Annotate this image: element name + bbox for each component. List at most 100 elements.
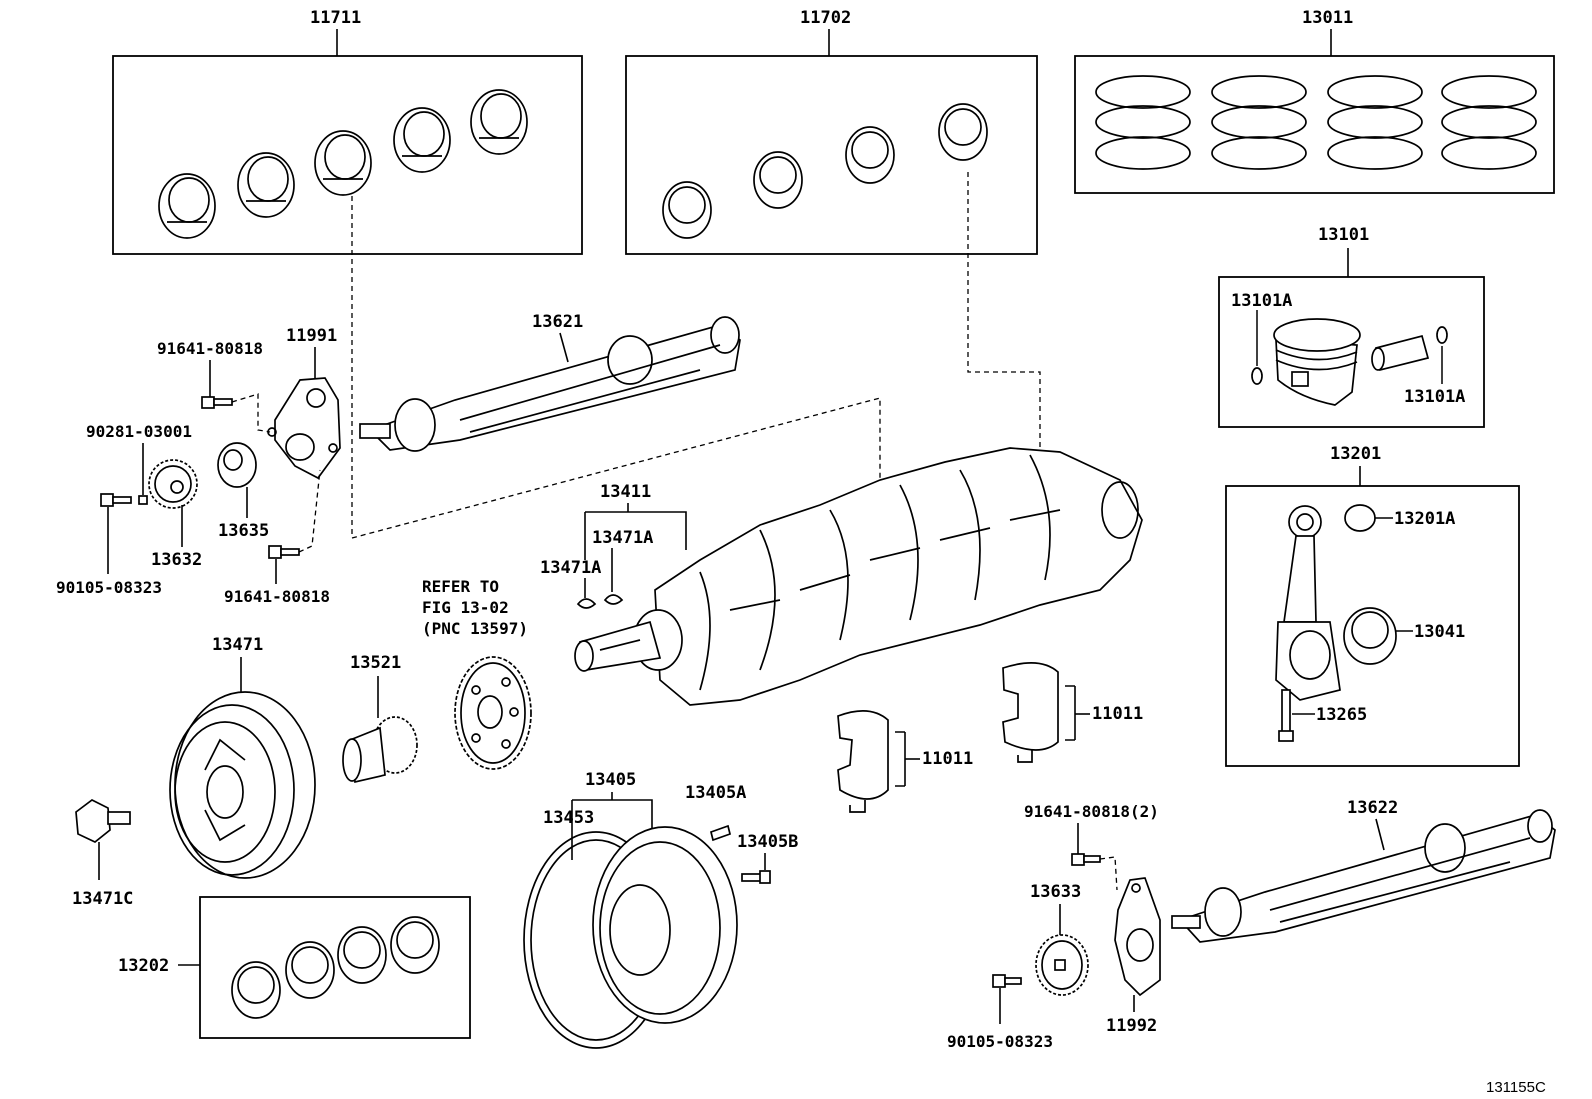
label-13202[interactable]: 13202 [118, 956, 169, 976]
label-13405[interactable]: 13405 [585, 770, 636, 790]
label-13453[interactable]: 13453 [543, 808, 594, 828]
box-13202 [199, 896, 471, 1039]
group-13471C: 13471C [72, 799, 133, 909]
label-11711[interactable]: 11711 [310, 8, 361, 28]
group-11711: 11711 [112, 8, 583, 255]
label-90105-right[interactable]: 90105-08323 [947, 1032, 1053, 1051]
thrust-washer-lower [837, 710, 889, 813]
label-13621[interactable]: 13621 [532, 312, 583, 332]
dash-main-bearing [351, 196, 881, 539]
label-13201[interactable]: 13201 [1330, 444, 1381, 464]
gear-13633 [1035, 934, 1089, 996]
group-13201: 13201 13201A 13041 13265 [1225, 444, 1520, 767]
label-11702[interactable]: 11702 [800, 8, 851, 28]
plate-11992 [1114, 877, 1161, 997]
box-13011 [1074, 55, 1555, 194]
label-13411[interactable]: 13411 [600, 482, 651, 502]
bolt-91641-upper [201, 396, 233, 409]
rod-bearing-13041 [1343, 607, 1397, 665]
group-13405: 13405 13453 13405A 13405B [523, 770, 798, 1049]
bushing-13201A [1344, 504, 1376, 532]
label-13471C[interactable]: 13471C [72, 889, 133, 909]
group-11991: 11991 91641-80818 90281-03001 13632 [56, 326, 341, 606]
group-11702: 11702 [625, 8, 1038, 255]
label-13041[interactable]: 13041 [1414, 622, 1465, 642]
crank-sprocket [454, 656, 532, 770]
rod-bearing-shells [231, 916, 440, 1019]
label-13633[interactable]: 13633 [1030, 882, 1081, 902]
piston [1273, 318, 1361, 406]
gear-13632 [148, 459, 198, 509]
group-11011: 11011 11011 [837, 662, 1143, 813]
box-11711 [112, 55, 583, 255]
label-13471[interactable]: 13471 [212, 635, 263, 655]
thrust-bearing-shells [662, 103, 988, 239]
bolt-90105-left [100, 493, 132, 507]
label-13101A-left[interactable]: 13101A [1231, 291, 1292, 311]
group-13621: 13621 [359, 312, 741, 452]
group-11992: 91641-80818(2) 13633 11992 90105-08323 [947, 802, 1161, 1051]
bolt-91641-pair [1071, 853, 1101, 866]
box-11702 [625, 55, 1038, 255]
label-13101[interactable]: 13101 [1318, 225, 1369, 245]
thrust-washer-upper [1002, 662, 1059, 763]
group-13202: 13202 [118, 896, 471, 1039]
label-13471A-lower[interactable]: 13471A [540, 558, 601, 578]
label-13201A[interactable]: 13201A [1394, 509, 1455, 529]
rod-bolt-13265 [1278, 689, 1294, 742]
refer-note: REFER TO FIG 13-02 (PNC 13597) [422, 577, 528, 638]
label-13632[interactable]: 13632 [151, 550, 202, 570]
label-11992[interactable]: 11992 [1106, 1016, 1157, 1036]
key-right [603, 594, 624, 605]
bolt-13405B [741, 870, 771, 884]
connecting-rod [1275, 505, 1341, 701]
label-11011-lower[interactable]: 11011 [922, 749, 973, 769]
label-91641-pair[interactable]: 91641-80818(2) [1024, 802, 1159, 821]
plate-11991 [267, 377, 341, 480]
box-13201 [1225, 485, 1520, 767]
flywheel-13405 [592, 826, 738, 1024]
crank-pulley [169, 691, 316, 879]
gear-13521 [342, 716, 418, 784]
main-bearing-shells [158, 89, 528, 239]
bolt-90105-right [992, 974, 1022, 988]
piston-ring-sets [1095, 75, 1537, 170]
group-13471: 13471 [169, 635, 316, 879]
crankshaft [574, 447, 1143, 706]
label-11011-upper[interactable]: 11011 [1092, 704, 1143, 724]
label-13011[interactable]: 13011 [1302, 8, 1353, 28]
refer-line2: FIG 13-02 [422, 598, 509, 617]
label-90105-left[interactable]: 90105-08323 [56, 578, 162, 597]
bolt-13471C [75, 799, 131, 843]
refer-line1: REFER TO [422, 577, 499, 596]
dash-crank-bearing [967, 172, 1041, 460]
bolt-91641-lower [268, 545, 300, 559]
balance-shaft-13621 [359, 316, 741, 452]
snap-ring-right [1436, 326, 1448, 344]
refer-line3[interactable]: (PNC 13597) [422, 619, 528, 638]
label-90281[interactable]: 90281-03001 [86, 422, 192, 441]
balance-shaft-13622 [1171, 809, 1556, 943]
key-left [576, 598, 597, 609]
label-13521[interactable]: 13521 [350, 653, 401, 673]
label-13405A[interactable]: 13405A [685, 783, 746, 803]
label-91641-upper[interactable]: 91641-80818 [157, 339, 263, 358]
label-13265[interactable]: 13265 [1316, 705, 1367, 725]
piston-pin [1371, 334, 1430, 372]
label-13471A-upper[interactable]: 13471A [592, 528, 653, 548]
label-13635[interactable]: 13635 [218, 521, 269, 541]
snap-ring-left [1251, 367, 1263, 385]
group-13101: 13101 13101A 13101A [1218, 225, 1485, 428]
label-91641-lower[interactable]: 91641-80818 [224, 587, 330, 606]
label-11991[interactable]: 11991 [286, 326, 337, 346]
group-13622: 13622 [1171, 798, 1556, 943]
group-13411: 13411 13471A 13471A [540, 482, 687, 609]
washer-13635 [217, 442, 257, 488]
group-13521: 13521 [342, 653, 418, 784]
label-13622[interactable]: 13622 [1347, 798, 1398, 818]
figure-code: 131155C [1486, 1079, 1546, 1096]
label-13101A-right[interactable]: 13101A [1404, 387, 1465, 407]
label-13405B[interactable]: 13405B [737, 832, 798, 852]
